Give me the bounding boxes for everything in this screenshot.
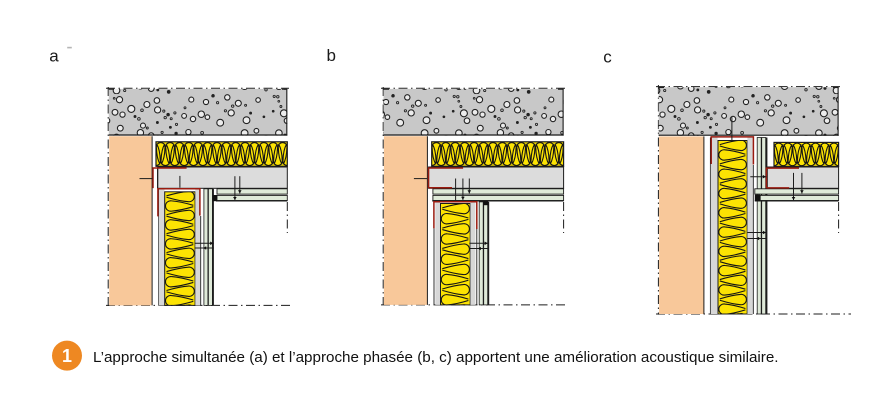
svg-text:c: c [603, 47, 612, 66]
svg-text:1: 1 [62, 346, 72, 366]
svg-text:a: a [49, 47, 59, 66]
svg-text:b: b [327, 46, 336, 65]
svg-text:L’approche simultanée (a) et l: L’approche simultanée (a) et l’approche … [93, 349, 779, 366]
